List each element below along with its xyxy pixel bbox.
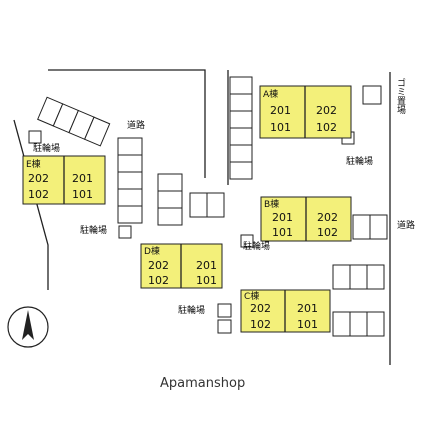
bike-parking-label: 駐輪場 bbox=[243, 240, 270, 252]
room-label: 102 bbox=[316, 121, 337, 134]
bike-parking-marker bbox=[217, 319, 232, 334]
building-e: E棟 202 102 201 101 bbox=[22, 155, 106, 205]
parking-space bbox=[157, 190, 183, 209]
room-label: 201 bbox=[272, 211, 293, 224]
room-label: 101 bbox=[297, 318, 318, 331]
parking-space bbox=[366, 264, 385, 290]
room-label: 201 bbox=[72, 172, 93, 185]
parking-space bbox=[117, 154, 143, 173]
parking-space bbox=[229, 110, 253, 129]
parking-space bbox=[349, 311, 368, 337]
road-label-west: 道路 bbox=[127, 119, 145, 131]
parking-space bbox=[229, 127, 253, 146]
parking-space bbox=[206, 192, 225, 218]
parking-space bbox=[83, 116, 111, 147]
parking-space bbox=[189, 192, 208, 218]
parking-space bbox=[229, 76, 253, 95]
room-label: 101 bbox=[272, 226, 293, 239]
parking-space bbox=[117, 188, 143, 207]
bike-parking-marker bbox=[118, 225, 132, 239]
parking-space bbox=[366, 311, 385, 337]
room-label: 101 bbox=[270, 121, 291, 134]
parking-space bbox=[117, 171, 143, 190]
room-label: 102 bbox=[28, 188, 49, 201]
room-label: 202 bbox=[28, 172, 49, 185]
bicycle-parking: 駐輪場 駐輪場 駐輪場 駐輪場 駐輪場 bbox=[28, 130, 373, 334]
building-c: C棟 202 102 201 101 bbox=[240, 289, 331, 333]
room-label: 201 bbox=[270, 104, 291, 117]
parking-space bbox=[352, 214, 371, 240]
parking-space bbox=[157, 207, 183, 226]
north-arrow-icon bbox=[7, 306, 49, 348]
room-label: 101 bbox=[72, 188, 93, 201]
room-label: 202 bbox=[316, 104, 337, 117]
parking-lots bbox=[37, 76, 388, 337]
bike-parking-label: 駐輪場 bbox=[33, 142, 60, 154]
parking-space bbox=[349, 264, 368, 290]
bike-parking-label: 駐輪場 bbox=[80, 224, 107, 236]
building-c-label: C棟 bbox=[244, 290, 259, 302]
room-label: 202 bbox=[148, 259, 169, 272]
room-label: 102 bbox=[317, 226, 338, 239]
parking-space bbox=[332, 264, 351, 290]
building-e-label: E棟 bbox=[26, 158, 41, 170]
building-d: D棟 202 102 201 101 bbox=[140, 243, 223, 289]
building-a: A棟 201 101 202 102 bbox=[259, 85, 352, 139]
parking-space bbox=[117, 205, 143, 224]
bike-parking-marker bbox=[240, 234, 254, 248]
room-label: 201 bbox=[297, 302, 318, 315]
parking-space bbox=[229, 144, 253, 163]
building-a-label: A棟 bbox=[263, 88, 278, 100]
road-label-east: 道路 bbox=[397, 219, 415, 231]
garbage-label: ゴミ置場 bbox=[395, 77, 406, 115]
credit-text: Apamanshop bbox=[160, 376, 245, 391]
bike-parking-marker bbox=[28, 130, 42, 144]
parking-space bbox=[332, 311, 351, 337]
parking-space bbox=[157, 173, 183, 192]
room-label: 202 bbox=[250, 302, 271, 315]
room-label: 202 bbox=[317, 211, 338, 224]
room-label: 101 bbox=[196, 274, 217, 287]
parking-space bbox=[117, 137, 143, 156]
parking-space bbox=[229, 161, 253, 180]
room-label: 102 bbox=[148, 274, 169, 287]
building-d-label: D棟 bbox=[144, 245, 160, 257]
building-b-label: B棟 bbox=[264, 198, 279, 210]
bike-parking-label: 駐輪場 bbox=[178, 304, 205, 316]
garbage-area bbox=[362, 85, 382, 105]
bike-parking-marker bbox=[217, 303, 232, 318]
building-b: B棟 201 101 202 102 bbox=[260, 196, 352, 242]
parking-space bbox=[369, 214, 388, 240]
room-label: 201 bbox=[196, 259, 217, 272]
room-label: 102 bbox=[250, 318, 271, 331]
bike-parking-label: 駐輪場 bbox=[346, 155, 373, 167]
parking-space bbox=[229, 93, 253, 112]
